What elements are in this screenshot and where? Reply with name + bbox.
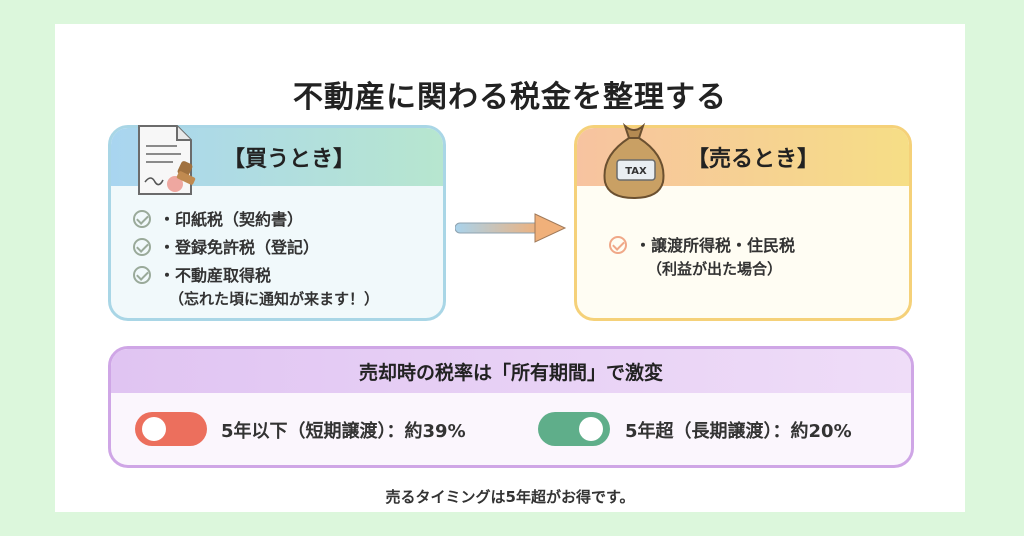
toggle-knob — [579, 417, 603, 441]
buy-heading: 【買うとき】 — [223, 147, 356, 172]
item-label: ・不動産取得税 — [159, 266, 272, 285]
short-term-rate: 5年以下（短期譲渡）：約39% — [221, 421, 466, 442]
check-icon — [133, 238, 151, 256]
long-term-toggle — [538, 412, 610, 446]
check-icon — [133, 210, 151, 228]
item-label: ・譲渡所得税・住民税 — [635, 236, 796, 255]
list-item: ・印紙税（契約書） — [133, 206, 303, 230]
list-item: ・譲渡所得税・住民税 — [609, 232, 795, 256]
short-term-toggle — [135, 412, 207, 446]
tax-rate-panel: 売却時の税率は「所有期間」で激変 5年以下（短期譲渡）：約39% 5年超（長期譲… — [108, 346, 914, 468]
sell-heading: 【売るとき】 — [687, 147, 820, 172]
page-title: 不動産に関わる税金を整理する — [293, 80, 727, 115]
arrow-right-icon — [455, 213, 567, 243]
contract-stamp-icon — [138, 125, 196, 195]
toggle-knob — [142, 417, 166, 441]
footer-note: 売るタイミングは5年超がお得です。 — [385, 488, 635, 506]
rate-heading: 売却時の税率は「所有期間」で激変 — [358, 362, 663, 384]
rate-panel-header — [111, 349, 911, 393]
long-term-rate: 5年超（長期譲渡）：約20% — [625, 421, 852, 442]
check-icon — [133, 266, 151, 284]
sell-note: （利益が出た場合） — [647, 260, 783, 278]
list-item: ・登録免許税（登記） — [133, 234, 319, 258]
buy-note: （忘れた頃に通知が来ます！） — [169, 290, 380, 308]
money-bag-icon: TAX — [603, 122, 665, 200]
tax-label: TAX — [625, 166, 647, 177]
item-label: ・印紙税（契約書） — [159, 210, 304, 229]
item-label: ・登録免許税（登記） — [159, 238, 320, 257]
check-icon — [609, 236, 627, 254]
list-item: ・不動産取得税 — [133, 262, 271, 286]
infographic-canvas: 不動産に関わる税金を整理する 【買うとき】 ・印紙税（契約書） ・登録免許税（登… — [55, 24, 965, 512]
